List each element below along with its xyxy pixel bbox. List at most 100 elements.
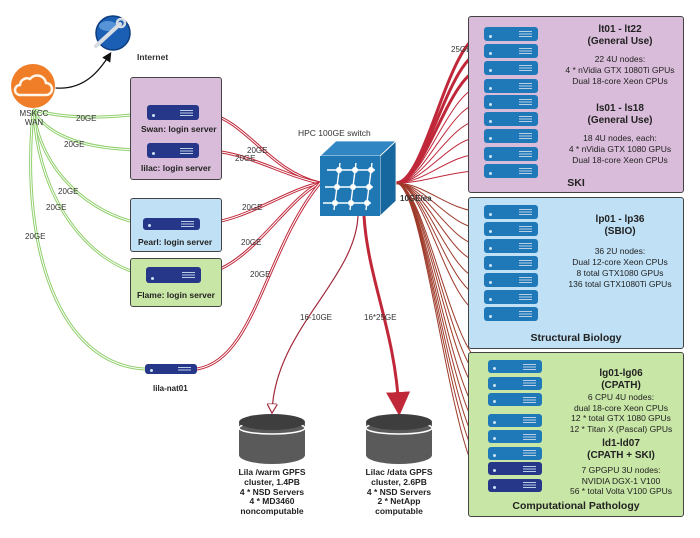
subgroup-title: ld1-ld07 [602, 438, 640, 449]
link-label: 20GE [241, 238, 262, 247]
wan-link-inner [33, 111, 147, 276]
subgroup-lp-info: lp01 - lp36 (SBIO) 36 2U nodes: Dual 12-… [560, 214, 680, 290]
subgroup-subtitle: (SBIO) [604, 226, 636, 237]
compute-node-server[interactable] [488, 360, 542, 373]
storage-cylinder-icon [365, 414, 433, 464]
subgroup-subtitle: (General Use) [587, 36, 653, 47]
login-server-pearl[interactable] [143, 218, 200, 230]
subgroup-spec-line: 12 * total GTX 1080 GPUs [571, 413, 671, 423]
storage-warm-label: Lila /warm GPFS cluster, 1.4PB 4 * NSD S… [222, 467, 322, 517]
link-label: 16*25GE [364, 313, 397, 322]
storage-cylinder-icon [238, 414, 306, 464]
internet-link [55, 51, 112, 89]
subgroup-subtitle: (CPATH + SKI) [587, 450, 655, 461]
subgroup-spec-line: NVIDIA DGX-1 V100 [581, 475, 661, 486]
wan-link-inner [33, 111, 144, 225]
compute-node-server[interactable] [488, 413, 542, 427]
subgroup-spec-line: 4 * nVidia GTX 1080 GPUs [568, 144, 672, 154]
subgroup-title: ls01 - ls18 [596, 103, 644, 114]
login-server-flame[interactable] [146, 267, 201, 283]
globe-wrench-icon [94, 15, 131, 51]
subgroup-spec-line: dual 18-core Xeon CPUs [573, 402, 669, 413]
link-label: 25GE [451, 45, 472, 54]
subgroup-spec-line: Dual 12-core Xeon CPUs [572, 257, 668, 267]
storage-line: cluster, 2.6PB [371, 476, 427, 487]
compute-node-server[interactable] [488, 478, 542, 492]
link-label: 20GE [235, 154, 256, 163]
link-label: 20GE [250, 270, 271, 279]
subgroup-title: lp01 - lp36 [595, 214, 645, 225]
group-title-ski: SKI [567, 177, 585, 189]
subgroup-spec-line: 22 4U nodes: [594, 54, 646, 64]
link-label: 20GE [76, 114, 97, 123]
subgroup-spec-line: 56 * total Volta V100 GPUs [569, 486, 673, 496]
login-group-green [130, 258, 222, 307]
group-title-computational-pathology: Computational Pathology [512, 500, 640, 512]
link-label: 16-10GE [300, 313, 333, 322]
login-server-lilac[interactable] [147, 143, 199, 158]
compute-node-server[interactable] [484, 129, 538, 144]
link-label: 20GE [46, 203, 67, 212]
compute-node-server[interactable] [484, 146, 538, 161]
link-label: 20GE [242, 203, 263, 212]
compute-node-server[interactable] [488, 430, 542, 443]
group-title-structural-biology: Structural Biology [530, 332, 622, 344]
subgroup-title: lt01 - lt22 [598, 24, 642, 35]
link-label: 20GE [64, 140, 85, 149]
compute-node-server[interactable] [484, 222, 538, 236]
wan-label-line2: WAN [24, 118, 44, 127]
compute-node-server[interactable] [484, 112, 538, 127]
compute-node-server[interactable] [488, 462, 542, 475]
subgroup-spec-line: Dual 18-core Xeon CPUs [572, 76, 668, 86]
network-switch-icon [318, 140, 398, 217]
storage-line: 4 * NSD Servers [366, 486, 432, 497]
compute-node-server[interactable] [484, 95, 538, 109]
subgroup-ld-info: ld1-ld07 (CPATH + SKI) 7 GPGPU 3U nodes:… [560, 438, 682, 497]
storage-line: 4 * NSD Servers [239, 486, 305, 497]
compute-node-server[interactable] [484, 44, 538, 59]
compute-node-server[interactable] [488, 376, 542, 390]
link-label: 20GE [247, 146, 268, 155]
compute-node-server[interactable] [484, 78, 538, 93]
subgroup-lt-info: lt01 - lt22 (General Use) 22 4U nodes: 4… [560, 24, 680, 87]
storage-line: noncomputable [240, 506, 304, 517]
subgroup-spec-line: 12 * Titan X (Pascal) GPUs [569, 423, 673, 434]
subgroup-spec-line: 8 total GTX1080 GPUs [576, 268, 664, 278]
subgroup-spec-line: 36 2U nodes: [594, 246, 646, 256]
wan-label: MSKCC WAN [17, 109, 51, 127]
compute-node-server[interactable] [484, 239, 538, 253]
storage-link-warm [272, 215, 359, 412]
storage-line: cluster, 1.4PB [244, 476, 300, 487]
compute-node-server[interactable] [488, 393, 542, 406]
storage-data-label: Lilac /data GPFS cluster, 2.6PB 4 * NSD … [349, 467, 449, 517]
storage-line: Lila /warm GPFS [238, 467, 306, 477]
login-group-purple [130, 77, 222, 180]
compute-node-server[interactable] [484, 290, 538, 304]
link-label: 20GE [25, 232, 46, 241]
switch-label: HPC 100GE switch [298, 128, 371, 138]
subgroup-spec-line: Dual 18-core Xeon CPUs [572, 155, 668, 165]
compute-node-server[interactable] [484, 61, 538, 76]
storage-line: 2 * NetApp [377, 496, 421, 507]
link-label: 20GE [58, 187, 79, 196]
compute-node-server[interactable] [484, 205, 538, 219]
wan-label-line1: MSKCC [19, 109, 49, 118]
subgroup-spec-line: 4 * nVidia GTX 1080Ti GPUs [565, 65, 675, 75]
compute-node-server[interactable] [488, 446, 542, 460]
wan-link-inner [30, 111, 146, 370]
switch-10ge-label: 10GE/ea [400, 194, 432, 203]
compute-node-server[interactable] [484, 163, 538, 178]
storage-line: computable [375, 506, 423, 517]
subgroup-spec-line: 18 4U nodes, each: [583, 133, 657, 143]
login-server-label: Swan: login server [141, 124, 217, 134]
login-server-swan[interactable] [147, 105, 199, 120]
compute-node-server[interactable] [484, 256, 538, 270]
compute-node-server[interactable] [484, 273, 538, 287]
switch-link-inner [196, 182, 321, 370]
login-server-label: Pearl: login server [138, 237, 213, 247]
storage-line: 4 * MD3460 [249, 496, 295, 507]
compute-node-server[interactable] [484, 307, 538, 321]
subgroup-spec-line: 7 GPGPU 3U nodes: [581, 465, 661, 475]
nat-server[interactable] [145, 364, 197, 374]
compute-node-server[interactable] [484, 27, 538, 41]
